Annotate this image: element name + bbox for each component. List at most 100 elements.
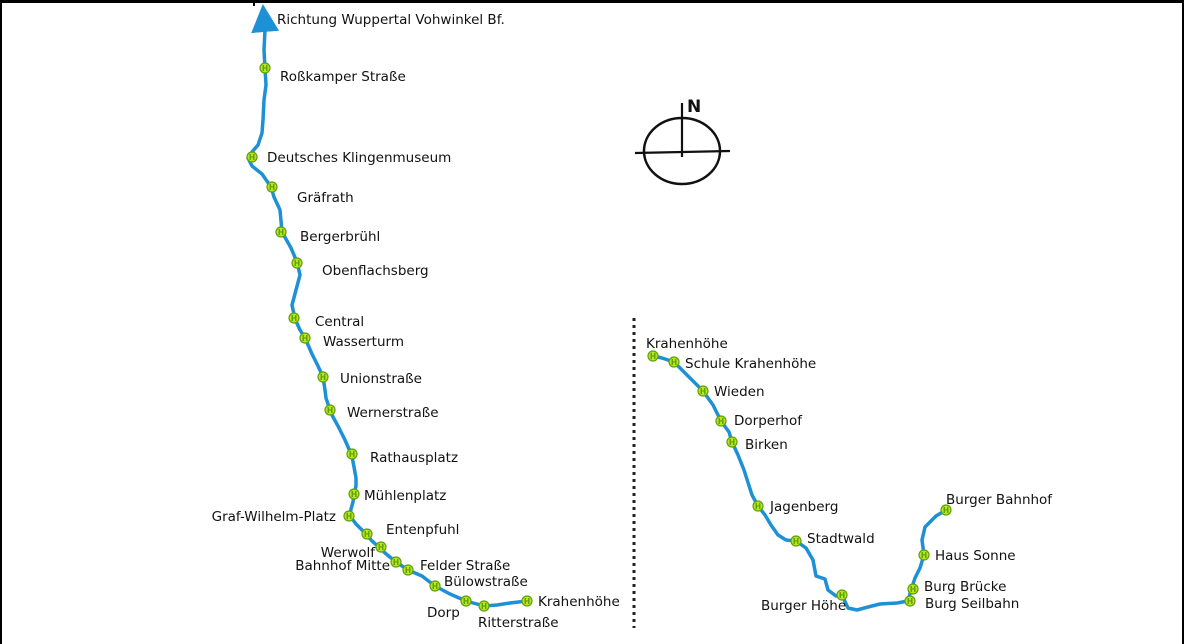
left-stop[interactable]: H Central xyxy=(288,312,364,330)
stop-symbol-icon: H xyxy=(262,64,268,73)
stop-label: Burger Bahnhof xyxy=(946,492,1053,508)
stop-label: Wieden xyxy=(714,384,765,400)
stop-label: Felder Straße xyxy=(420,558,510,574)
stop-symbol-icon: H xyxy=(700,387,706,396)
left-stop[interactable]: H Unionstraße xyxy=(317,371,422,387)
stop-label: Wernerstraße xyxy=(347,405,439,421)
stop-label: Dorp xyxy=(427,605,460,621)
left-stop[interactable]: H Bahnhof Mitte xyxy=(295,556,402,574)
left-stop[interactable]: H Wernerstraße xyxy=(324,404,439,421)
right-stop[interactable]: H Stadtwald xyxy=(790,531,875,547)
stop-symbol-icon: H xyxy=(351,490,357,499)
stop-symbol-icon: H xyxy=(346,512,352,521)
north-label: N xyxy=(687,97,701,117)
stop-symbol-icon: H xyxy=(793,537,799,546)
stop-label: Birken xyxy=(745,437,788,453)
stop-label: Graf-Wilhelm-Platz xyxy=(212,509,336,525)
stop-symbol-icon: H xyxy=(524,597,530,606)
stop-label: Stadtwald xyxy=(807,531,875,547)
right-stop[interactable]: H Krahenhöhe xyxy=(646,336,728,362)
stop-symbol-icon: H xyxy=(718,417,724,426)
stop-symbol-icon: H xyxy=(327,406,333,415)
right-stop[interactable]: H Haus Sonne xyxy=(918,548,1016,564)
stop-symbol-icon: H xyxy=(755,502,761,511)
stop-symbol-icon: H xyxy=(320,373,326,382)
left-stop[interactable]: H Krahenhöhe xyxy=(521,594,620,610)
left-stop[interactable]: H Bergerbrühl xyxy=(275,226,380,245)
stop-symbol-icon: H xyxy=(921,551,927,560)
left-stop[interactable]: H Roßkamper Straße xyxy=(259,62,406,85)
stop-symbol-icon: H xyxy=(729,438,735,447)
left-stop[interactable]: H Graf-Wilhelm-Platz xyxy=(212,509,355,525)
direction-label: Richtung Wuppertal Vohwinkel Bf. xyxy=(277,12,505,28)
left-stop[interactable]: H Ritterstraße xyxy=(478,600,559,631)
right-stop[interactable]: H Burger Höhe xyxy=(761,589,848,614)
compass-icon: N xyxy=(634,97,731,186)
stop-symbol-icon: H xyxy=(393,558,399,567)
left-stop[interactable]: H Felder Straße xyxy=(402,558,510,576)
stop-symbol-icon: H xyxy=(378,543,384,552)
stop-label: Gräfrath xyxy=(297,190,354,206)
stop-label: Burger Höhe xyxy=(761,598,846,614)
stop-symbol-icon: H xyxy=(907,597,913,606)
stop-label: Krahenhöhe xyxy=(538,594,620,610)
right-stop[interactable]: H Schule Krahenhöhe xyxy=(668,356,816,372)
right-stop[interactable]: H Wieden xyxy=(697,384,765,400)
stop-label: Mühlenplatz xyxy=(364,488,446,504)
right-stop[interactable]: H Burg Seilbahn xyxy=(904,595,1019,612)
stop-symbol-icon: H xyxy=(278,228,284,237)
left-stop[interactable]: H Deutsches Klingenmuseum xyxy=(246,150,451,166)
stop-label: Entenpfuhl xyxy=(386,522,459,538)
left-stop[interactable]: H Obenflachsberg xyxy=(291,257,429,279)
stop-label: Schule Krahenhöhe xyxy=(685,356,816,372)
stop-label: Dorperhof xyxy=(734,413,803,429)
stop-label: Werwolf xyxy=(321,545,376,561)
stop-symbol-icon: H xyxy=(839,591,845,600)
stop-symbol-icon: H xyxy=(481,602,487,611)
stop-symbol-icon: H xyxy=(364,530,370,539)
stop-label: Burg Seilbahn xyxy=(925,596,1019,612)
stop-label: Burg Brücke xyxy=(924,579,1006,595)
stop-symbol-icon: H xyxy=(650,352,656,361)
stop-label: Bergerbrühl xyxy=(300,229,380,245)
frame-tick xyxy=(253,0,255,6)
stop-label: Unionstraße xyxy=(340,371,422,387)
stop-symbol-icon: H xyxy=(294,259,300,268)
left-stop[interactable]: H Entenpfuhl xyxy=(361,522,459,540)
left-stop[interactable]: H Bülowstraße xyxy=(429,574,528,592)
right-stop[interactable]: H Jagenberg xyxy=(752,499,838,515)
stop-label: Bülowstraße xyxy=(444,574,528,590)
right-stop[interactable]: H Burger Bahnhof xyxy=(940,492,1053,516)
left-stop[interactable]: H Mühlenplatz xyxy=(348,488,446,504)
right-stop[interactable]: H Burg Brücke xyxy=(907,579,1006,595)
right-route-path xyxy=(651,354,948,612)
stop-label: Jagenberg xyxy=(769,499,838,515)
left-stop[interactable]: H Wasserturm xyxy=(299,332,404,350)
stop-label: Haus Sonne xyxy=(935,548,1016,564)
stop-label: Krahenhöhe xyxy=(646,336,728,352)
stop-label: Bahnhof Mitte xyxy=(295,558,390,574)
left-stop[interactable]: H Dorp xyxy=(427,595,472,621)
stop-symbol-icon: H xyxy=(302,334,308,343)
stop-label: Rathausplatz xyxy=(370,450,458,466)
right-stop[interactable]: H Birken xyxy=(726,436,788,453)
stop-symbol-icon: H xyxy=(405,566,411,575)
stop-symbol-icon: H xyxy=(291,314,297,323)
left-stop[interactable]: H Werwolf xyxy=(321,541,387,561)
stop-label: Wasserturm xyxy=(323,334,404,350)
stop-symbol-icon: H xyxy=(249,153,255,162)
stop-label: Deutsches Klingenmuseum xyxy=(267,150,451,166)
stop-label: Central xyxy=(315,314,364,330)
right-stop[interactable]: H Dorperhof xyxy=(715,413,803,429)
left-stop[interactable]: H Rathausplatz xyxy=(346,448,458,466)
stop-symbol-icon: H xyxy=(349,450,355,459)
left-route-line xyxy=(212,12,268,616)
stop-label: Ritterstraße xyxy=(478,615,559,631)
stop-symbol-icon: H xyxy=(432,582,438,591)
stop-symbol-icon: H xyxy=(910,585,916,594)
left-stop[interactable]: H Gräfrath xyxy=(266,181,354,206)
stop-symbol-icon: H xyxy=(463,597,469,606)
stop-label: Obenflachsberg xyxy=(322,263,429,279)
